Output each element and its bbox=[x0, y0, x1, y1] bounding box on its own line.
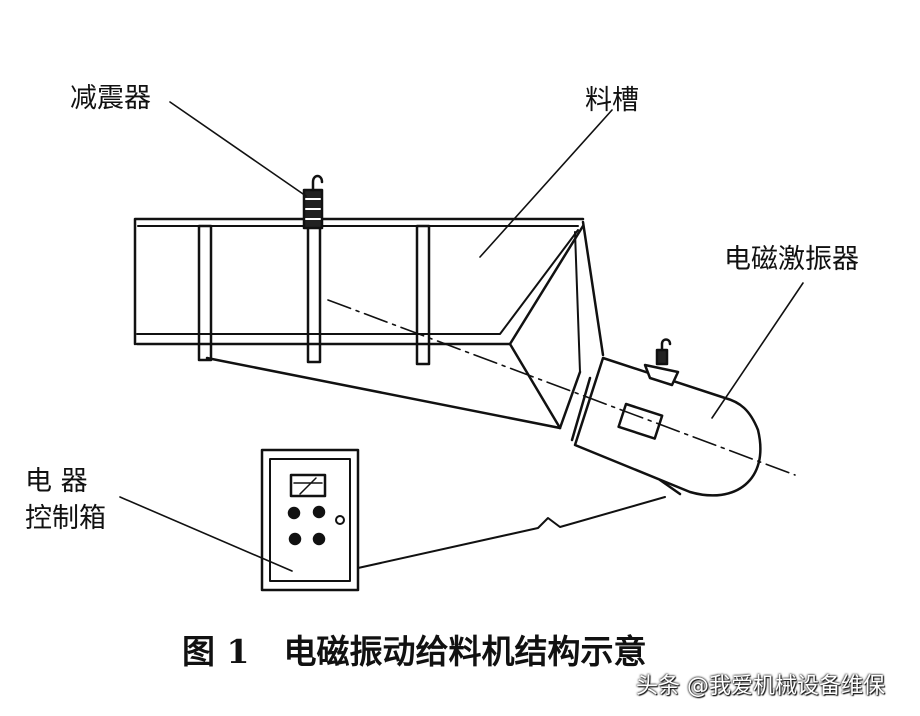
control-box-label-line2: 控制箱 bbox=[25, 503, 106, 534]
damper-assembly bbox=[302, 174, 324, 230]
trough-label: 料槽 bbox=[585, 85, 639, 116]
center-line bbox=[327, 299, 796, 476]
figure-number: 图 1 bbox=[182, 632, 250, 671]
leader-lines bbox=[119, 101, 804, 572]
feed-trough bbox=[133, 217, 605, 430]
figure-caption: 图 1 电磁振动给料机结构示意 bbox=[182, 632, 646, 672]
exciter-label: 电磁激振器 bbox=[724, 244, 859, 275]
control-box bbox=[260, 448, 360, 592]
damper-label: 减震器 bbox=[70, 83, 151, 114]
electromagnetic-exciter bbox=[558, 338, 762, 497]
watermark: 头条 @我爱机械设备维保 bbox=[636, 674, 885, 699]
figure-title: 电磁振动给料机结构示意 bbox=[283, 632, 647, 671]
power-cable bbox=[357, 496, 666, 569]
control-box-label-line1: 电 器 bbox=[25, 466, 88, 497]
